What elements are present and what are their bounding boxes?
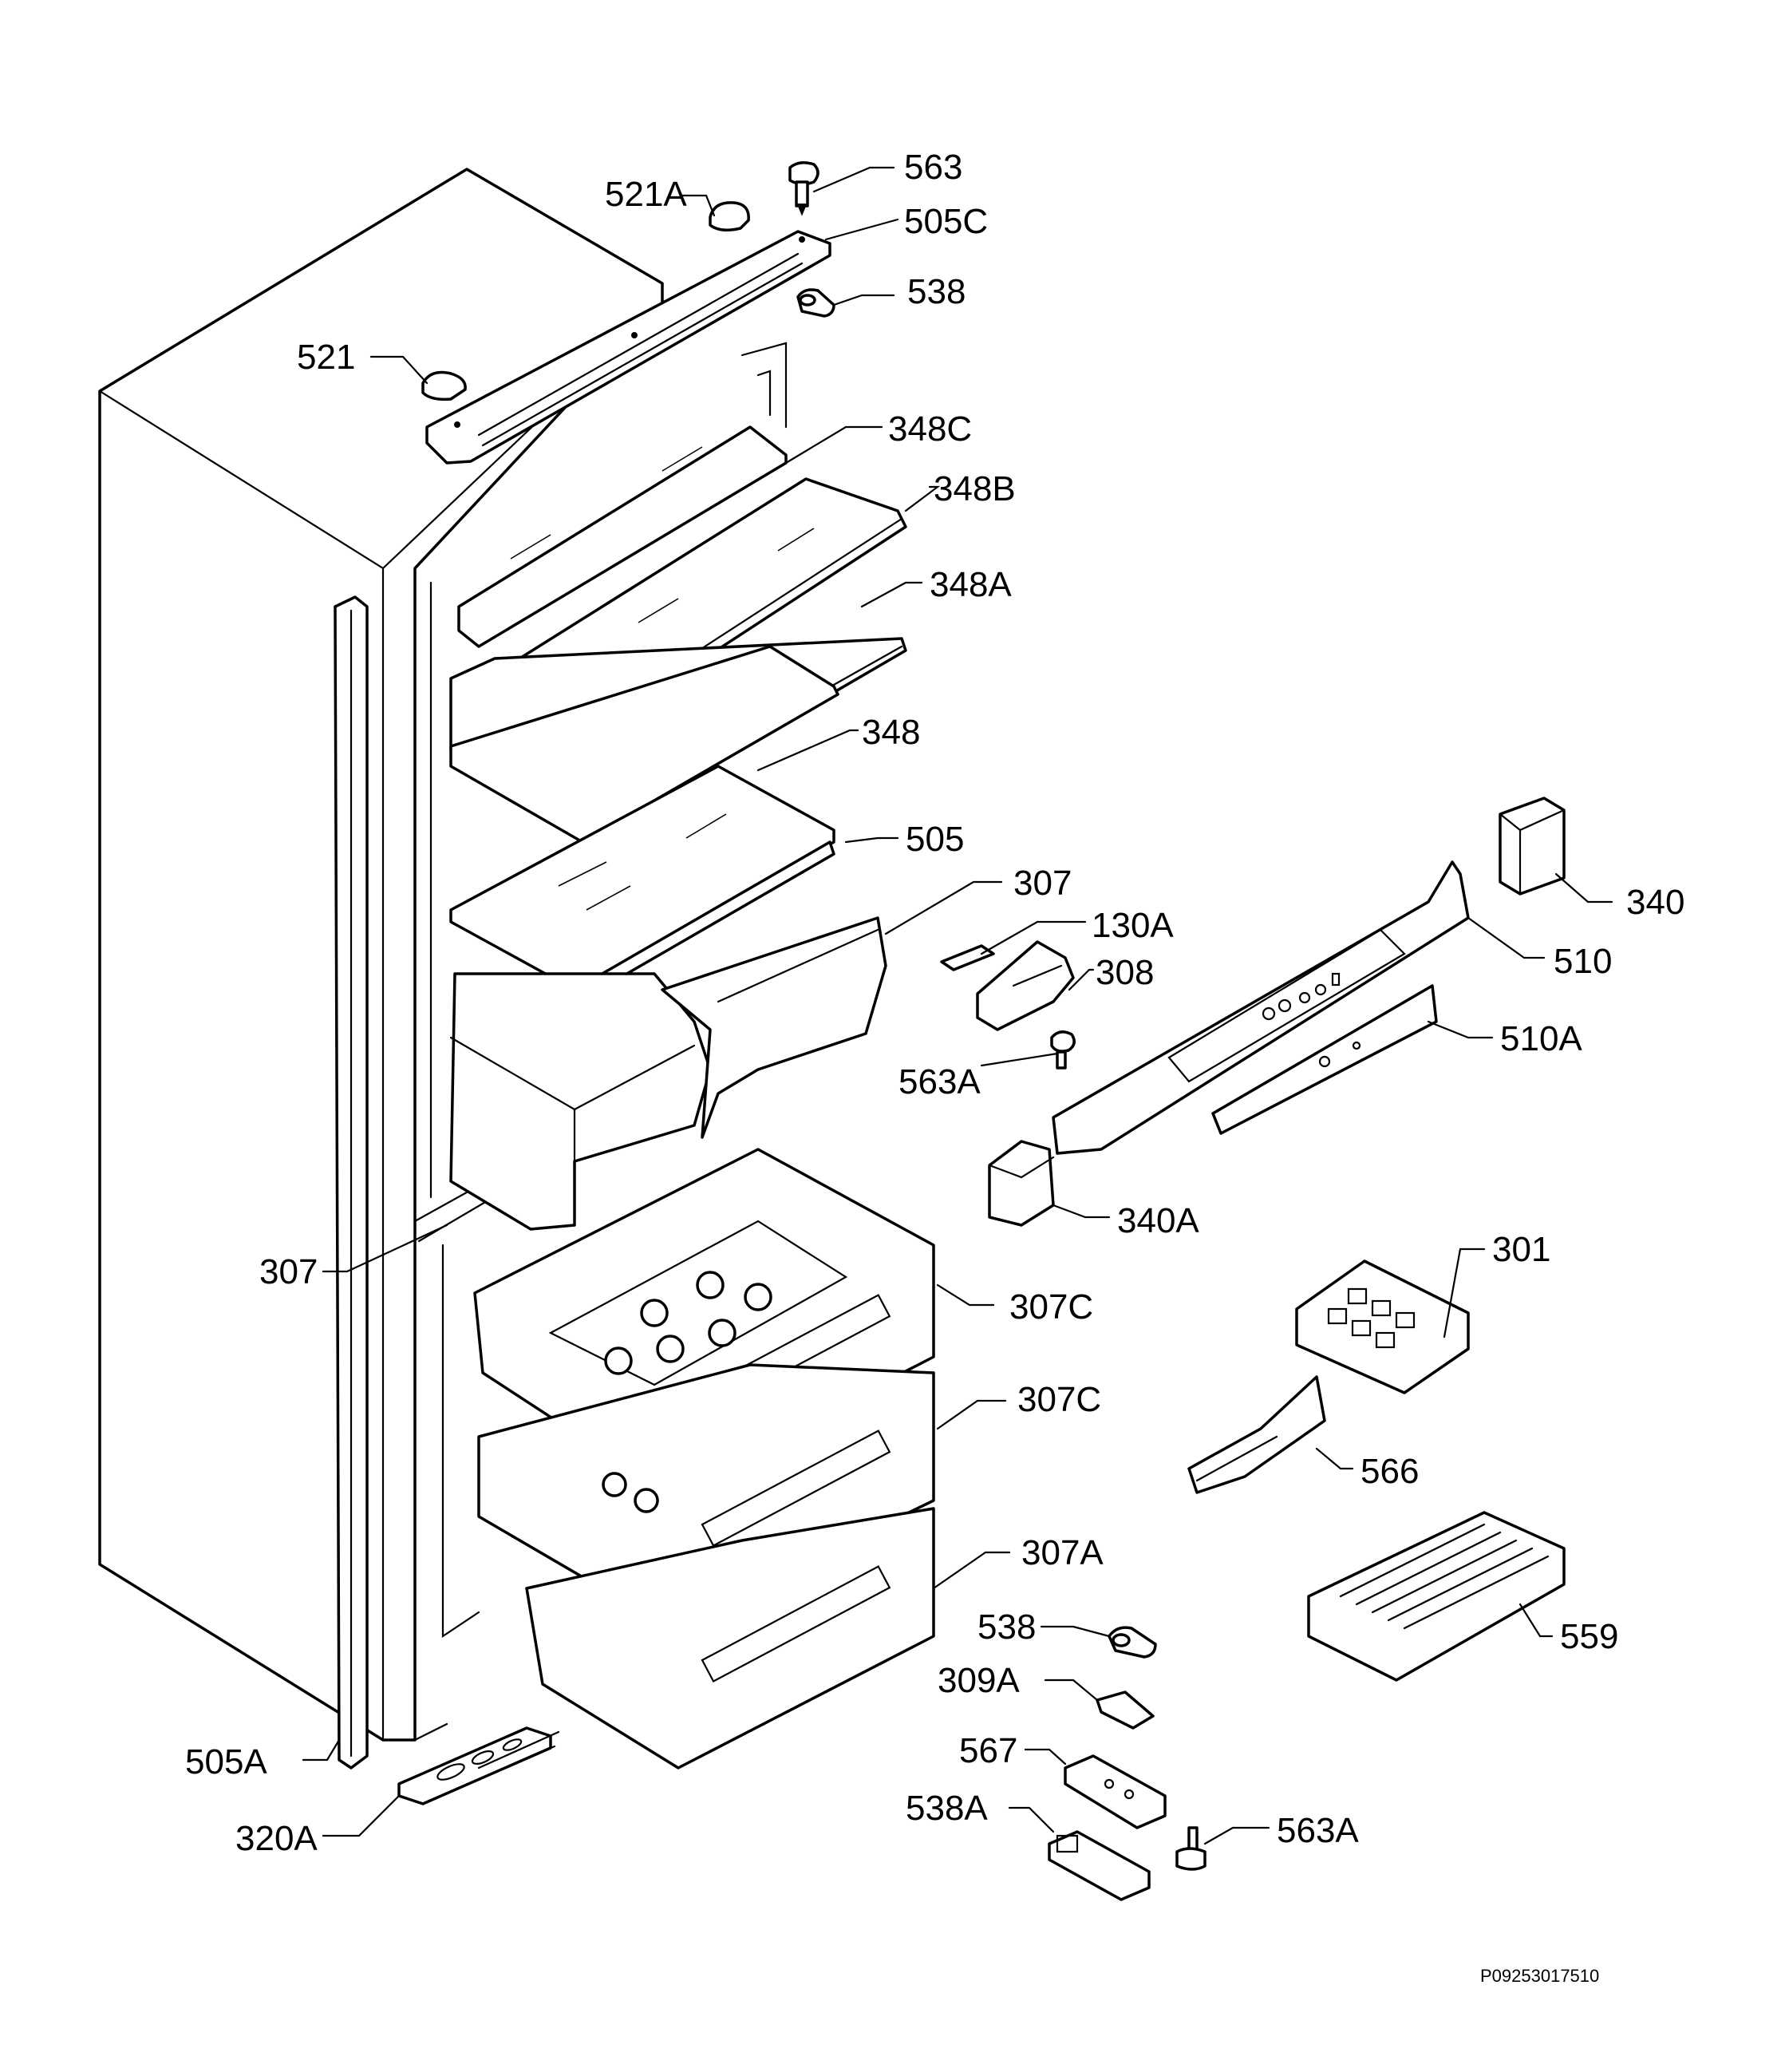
crisper-307-right	[661, 916, 887, 1139]
part-labels: 563 521A 505C 538 521 348C 348B 348A 348…	[185, 148, 1684, 1986]
label-301: 301	[1492, 1230, 1550, 1269]
label-563a-bottom: 563A	[1277, 1811, 1359, 1850]
label-307c-2: 307C	[1017, 1380, 1101, 1419]
screw-563-top	[788, 161, 819, 216]
label-340: 340	[1626, 883, 1684, 922]
end-cap-340a	[988, 1140, 1055, 1227]
label-348a: 348A	[930, 565, 1012, 604]
end-cap-340	[1499, 797, 1566, 896]
ice-scraper-566	[1187, 1375, 1326, 1494]
freezer-drawer-307c-bottom	[477, 1363, 935, 1630]
label-538-top: 538	[907, 272, 966, 311]
freezer-tray-559	[1307, 1511, 1566, 1682]
cabinet-body	[98, 168, 788, 1742]
control-housing-510	[1052, 860, 1470, 1155]
label-348b: 348B	[934, 469, 1016, 508]
hinge-538a	[1048, 1830, 1151, 1901]
screw-563a-mid	[1050, 1030, 1076, 1070]
label-566: 566	[1361, 1452, 1419, 1491]
label-559: 559	[1560, 1617, 1618, 1656]
label-309a: 309A	[938, 1661, 1020, 1700]
cap-521	[421, 370, 467, 401]
hinge-plate-308	[976, 940, 1075, 1031]
door-seal-505a	[334, 595, 369, 1770]
label-538a: 538A	[906, 1789, 988, 1828]
label-320a: 320A	[235, 1819, 318, 1858]
label-130a: 130A	[1092, 906, 1174, 945]
label-348: 348	[862, 713, 920, 752]
reference-code: P09253017510	[1480, 1966, 1599, 1986]
top-bracket-505c	[425, 230, 831, 465]
label-521: 521	[297, 338, 355, 377]
hinge-567	[1064, 1754, 1167, 1829]
label-308: 308	[1096, 953, 1154, 992]
freezer-drawer-307a	[525, 1507, 935, 1770]
label-307-top: 307	[1013, 864, 1072, 903]
bearing-538-bottom	[1108, 1626, 1157, 1659]
cover-strip-510a	[1211, 984, 1438, 1135]
cap-521a	[709, 201, 750, 231]
label-510a: 510A	[1500, 1019, 1582, 1058]
label-563: 563	[904, 148, 962, 187]
crisper-307-left	[449, 972, 712, 1231]
label-505c: 505C	[904, 202, 988, 241]
label-510: 510	[1554, 942, 1612, 981]
label-307-left: 307	[259, 1252, 318, 1291]
leader-lines	[302, 166, 1613, 1845]
label-538-bottom: 538	[977, 1607, 1036, 1647]
clip-309a	[1096, 1690, 1155, 1730]
ice-tray-301	[1295, 1259, 1470, 1394]
label-307a: 307A	[1021, 1533, 1104, 1572]
hinge-320a	[397, 1726, 560, 1805]
label-563a-mid: 563A	[898, 1062, 981, 1101]
screw-563a-bottom	[1175, 1826, 1206, 1871]
bearing-538-top	[796, 288, 835, 318]
label-505a: 505A	[185, 1742, 267, 1781]
label-348c: 348C	[888, 409, 972, 449]
shelf-348	[449, 645, 839, 844]
lamp-cover-130a	[940, 944, 995, 971]
label-340a: 340A	[1117, 1201, 1199, 1240]
label-567: 567	[959, 1731, 1017, 1770]
label-505: 505	[906, 820, 964, 859]
label-521a: 521A	[605, 175, 687, 214]
label-307c-1: 307C	[1009, 1287, 1093, 1327]
